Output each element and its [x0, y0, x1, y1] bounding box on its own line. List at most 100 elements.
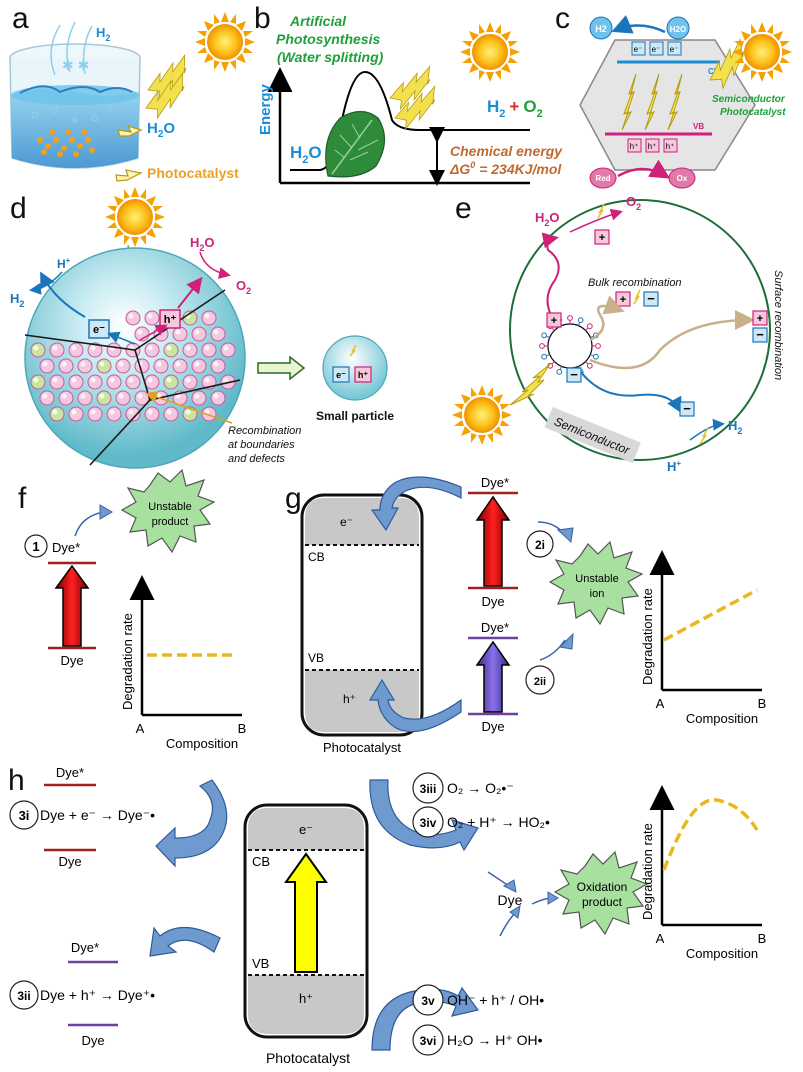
b-chem-delta: ΔG [449, 161, 470, 177]
c-red-bubble: Red [595, 174, 610, 183]
d-grain-highlight [128, 377, 134, 383]
h-electron-to-o2-arrow [369, 779, 479, 852]
b-chem-sup: 0 [470, 160, 475, 170]
c-label-line1: Semiconductor [712, 94, 786, 105]
e-defect-marker [586, 362, 593, 369]
d-grain-highlight [118, 361, 124, 367]
d-grains [30, 310, 236, 422]
d-grain-highlight [109, 409, 115, 415]
svg-text:H2: H2 [96, 25, 110, 43]
h-dye-label-1: Dye [58, 854, 81, 869]
g-circle-2i: 2i [535, 538, 545, 552]
d-o2-label: O [236, 278, 246, 293]
panel-letter-a: a [12, 2, 29, 35]
g-purple-excitation-arrow [475, 640, 511, 713]
g-dye-label-1: Dye [481, 594, 504, 609]
c-h2-bubble: H2 [595, 24, 607, 34]
a-h2-label: H [96, 25, 105, 40]
d-grain [39, 390, 55, 406]
e-light-bolt-icon [509, 363, 551, 406]
panel-letter-b: b [254, 2, 271, 35]
d-grain-highlight [204, 313, 210, 319]
svg-text:O2: O2 [626, 194, 641, 212]
d-grain-highlight [185, 377, 191, 383]
h-chart-x-b: B [758, 931, 767, 946]
d-grain-highlight [166, 377, 172, 383]
d-grain [96, 390, 112, 406]
h-reaction-3i: Dye + e⁻ → Dye⁻• [40, 807, 155, 823]
d-grain-highlight [109, 377, 115, 383]
d-grain-highlight [223, 377, 229, 383]
d-grain [144, 406, 160, 422]
svg-text:+: + [757, 313, 763, 325]
g-chart-xlabel: Composition [686, 711, 758, 726]
g-chart-x-b: B [758, 696, 767, 711]
d-grain-highlight [42, 393, 48, 399]
d-grain-highlight [128, 409, 134, 415]
d-grain-highlight [90, 409, 96, 415]
h-burst-line2: product [582, 895, 623, 909]
d-grain [191, 390, 207, 406]
h-chart-ylabel: Degradation rate [640, 823, 655, 920]
e-hplus-label: H [667, 459, 676, 474]
svg-text:−: − [683, 401, 691, 416]
d-grain-highlight [99, 393, 105, 399]
d-grain [191, 358, 207, 374]
d-grain [58, 390, 74, 406]
panel-letter-f: f [18, 482, 27, 515]
f-dye-label: Dye [60, 653, 83, 668]
b-product-o2-sub: 2 [537, 108, 543, 120]
e-defect-marker [556, 368, 563, 375]
d-grain-highlight [166, 409, 172, 415]
h-reaction-3vi: H₂O → H⁺ OH• [447, 1032, 543, 1048]
h-chart-x-a: A [656, 931, 665, 946]
d-grain [58, 358, 74, 374]
panel-letter-g: g [285, 482, 302, 515]
d-grain-highlight [213, 361, 219, 367]
d-grain [77, 358, 93, 374]
panel-a: a ✱ ✱ H2 H2O [9, 2, 255, 182]
h-hole-label: h⁺ [299, 991, 313, 1006]
d-grain-highlight [213, 393, 219, 399]
d-grain [39, 358, 55, 374]
d-grain-highlight [137, 329, 143, 335]
h-dye-star-label-2: Dye* [71, 940, 99, 955]
a-sun-icon [195, 12, 255, 72]
g-electron-label: e⁻ [340, 515, 353, 529]
g-unstable-ion-burst [548, 540, 644, 626]
e-defect-marker [577, 317, 584, 324]
c-electron-1: e⁻ [634, 45, 643, 54]
d-grain-highlight [33, 377, 39, 383]
d-grain [125, 310, 141, 326]
panel-b: b Artificial Photosynthesis (Water split… [254, 2, 563, 186]
d-hplus-label: H [57, 257, 66, 271]
h-circle-3iii: 3iii [420, 782, 437, 796]
g-vb-label: VB [308, 651, 324, 665]
d-grain [144, 374, 160, 390]
c-excitation-bolts [621, 73, 683, 131]
d-grain-highlight [52, 409, 58, 415]
panel-g: g e⁻ CB VB h⁺ Photocatalyst Dye* Dye 2i … [285, 475, 766, 755]
d-grain-highlight [71, 377, 77, 383]
c-oxidation-arrow [617, 159, 671, 179]
c-vb-label: VB [693, 122, 704, 131]
d-recomb-line3: and defects [228, 453, 285, 465]
d-grain [115, 390, 131, 406]
d-grain-highlight [80, 361, 86, 367]
d-grain [201, 310, 217, 326]
d-grain-highlight [52, 377, 58, 383]
svg-text:H2O: H2O [147, 120, 175, 140]
panel-e: e + + H2O O2 Bulk recombination + − + − … [452, 192, 784, 474]
e-hplus-sup: + [676, 459, 681, 468]
d-grain [210, 390, 226, 406]
d-grain [49, 374, 65, 390]
e-surface-label: Surface recombination [772, 270, 784, 380]
d-h2-label: H [10, 291, 19, 306]
c-holes: h⁺ h⁺ h⁺ [627, 138, 678, 153]
e-bulk-label: Bulk recombination [588, 277, 682, 289]
d-h2o-tail: O [204, 235, 214, 250]
h-electron-label: e⁻ [299, 822, 313, 837]
d-grain-highlight [204, 345, 210, 351]
g-photocatalyst-label: Photocatalyst [323, 740, 401, 755]
g-circle-2ii: 2ii [534, 676, 546, 688]
